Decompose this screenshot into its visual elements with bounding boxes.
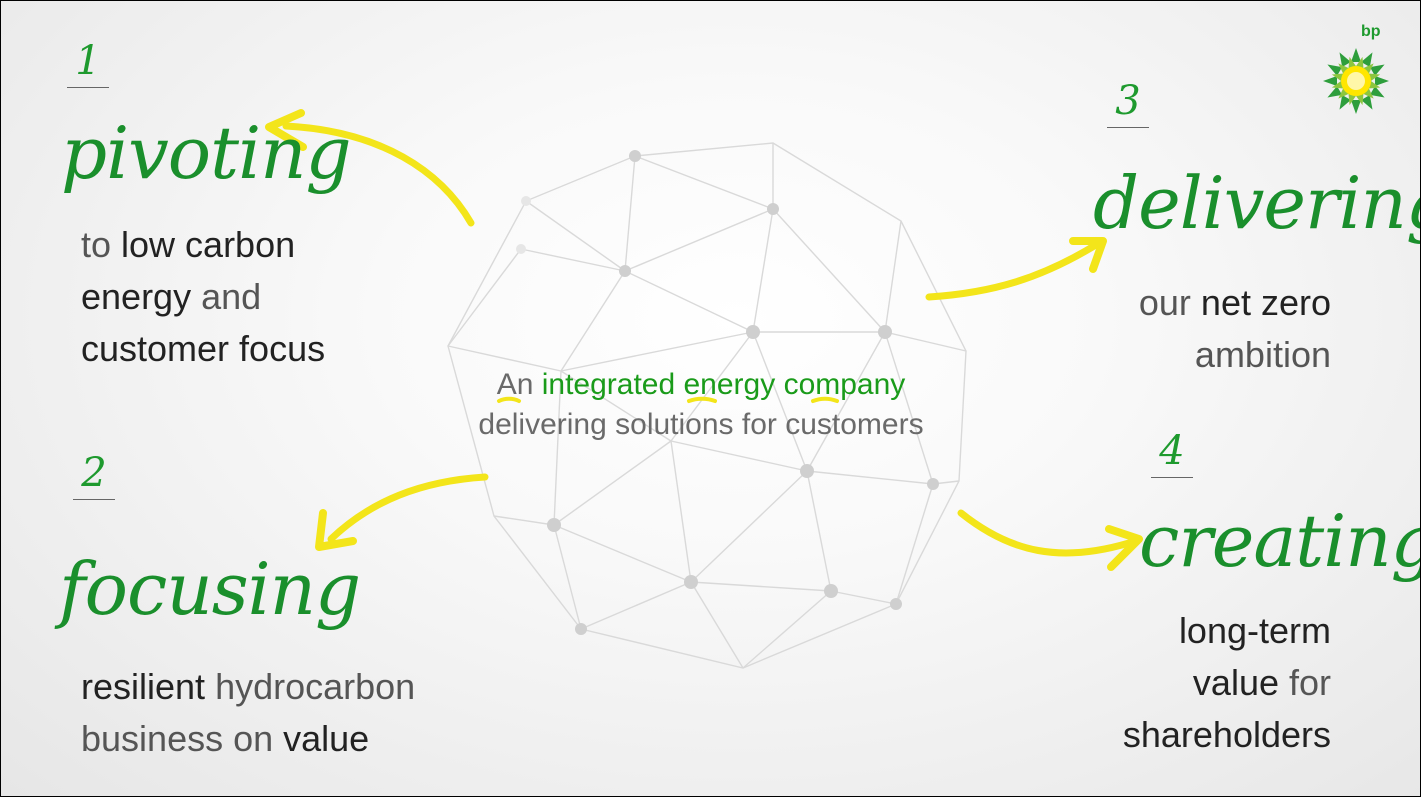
yellow-underline-marks	[497, 396, 839, 403]
desc-emphasis: value	[283, 718, 370, 759]
desc-emphasis: customer focus	[81, 328, 326, 369]
desc-text: our	[1138, 282, 1201, 323]
pillar-number-2: 2	[73, 453, 115, 500]
pillar-desc-1: to low carbon energy and customer focus	[81, 219, 325, 375]
center-highlight: integrated energy company	[541, 368, 906, 401]
pillar-title-delivering: delivering	[1093, 161, 1421, 245]
arrow-to-focusing	[327, 473, 489, 543]
pillar-number-4: 4	[1151, 431, 1193, 478]
desc-text: for	[1278, 662, 1331, 703]
arrow-to-pivoting	[282, 122, 475, 227]
desc-emphasis: energy	[81, 276, 192, 317]
bp-logo-text: bp	[1361, 23, 1381, 40]
desc-text: ambition	[1194, 334, 1331, 375]
desc-text: and	[191, 276, 262, 317]
desc-emphasis: shareholders	[1122, 714, 1331, 755]
pillar-title-creating: creating	[1139, 499, 1421, 583]
pillar-desc-3: our net zero ambition	[1001, 277, 1331, 381]
desc-emphasis: low carbon	[121, 224, 296, 265]
desc-emphasis: long-term	[1178, 610, 1331, 651]
pillar-number-1: 1	[67, 41, 109, 88]
pillar-desc-4: long-term value for shareholders	[1001, 605, 1331, 761]
desc-emphasis: net zero	[1200, 282, 1331, 323]
bp-helios-logo-icon	[1323, 48, 1389, 114]
pillar-title-pivoting: pivoting	[61, 111, 352, 195]
arrow-to-creating	[957, 509, 1133, 557]
center-prefix: An	[496, 368, 542, 401]
center-statement: An integrated energy company delivering …	[401, 365, 1001, 445]
desc-text: hydrocarbon	[205, 666, 416, 707]
pillar-number-3: 3	[1107, 81, 1149, 128]
desc-text: business on	[81, 718, 284, 759]
desc-emphasis: value	[1192, 662, 1279, 703]
desc-emphasis: resilient	[81, 666, 206, 707]
desc-text: to	[81, 224, 122, 265]
arrow-to-delivering	[925, 239, 1103, 301]
pillar-desc-2: resilient hydrocarbon business on value	[81, 661, 415, 765]
pillar-title-focusing: focusing	[59, 547, 361, 631]
center-subtitle: delivering solutions for customers	[478, 408, 924, 441]
